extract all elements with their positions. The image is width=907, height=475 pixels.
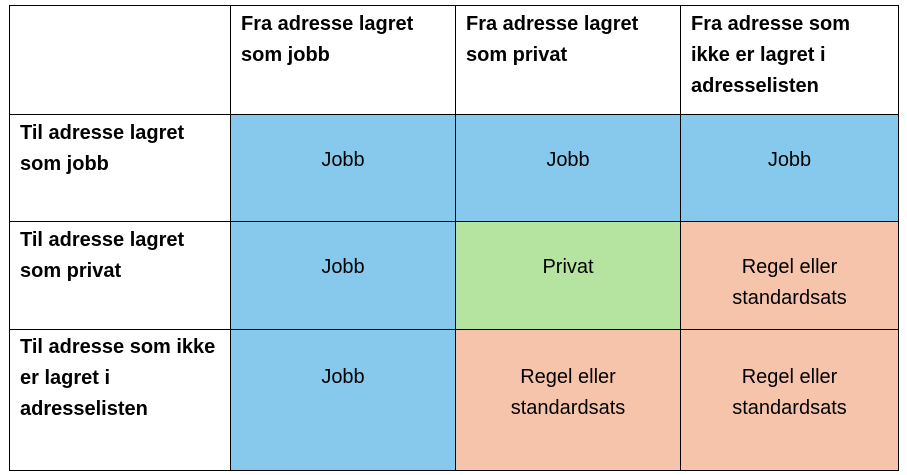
table-cell: Jobb: [455, 114, 681, 222]
table-cell: Regel eller standardsats: [680, 329, 899, 471]
row-header-jobb: Til adresse lagret som jobb: [9, 114, 231, 222]
table-cell: Regel eller standardsats: [680, 221, 899, 330]
address-matrix-table: Fra adresse lagret som jobb Fra adresse …: [9, 5, 899, 471]
table-cell: Regel eller standardsats: [455, 329, 681, 471]
table-header-row: Fra adresse lagret som jobb Fra adresse …: [9, 5, 899, 115]
table-cell: Privat: [455, 221, 681, 330]
column-header-privat: Fra adresse lagret som privat: [455, 5, 681, 115]
table-row: Til adresse lagret som jobb Jobb Jobb Jo…: [9, 114, 899, 222]
row-header-privat: Til adresse lagret som privat: [9, 221, 231, 330]
table-cell: Jobb: [230, 221, 456, 330]
table-cell: Jobb: [230, 114, 456, 222]
row-header-ikke-lagret: Til adresse som ikke er lagret i adresse…: [9, 329, 231, 471]
table-cell: Jobb: [230, 329, 456, 471]
column-header-jobb: Fra adresse lagret som jobb: [230, 5, 456, 115]
corner-cell: [9, 5, 231, 115]
column-header-ikke-lagret: Fra adresse som ikke er lagret i adresse…: [680, 5, 899, 115]
table-row: Til adresse lagret som privat Jobb Priva…: [9, 221, 899, 330]
table-row: Til adresse som ikke er lagret i adresse…: [9, 329, 899, 471]
table-cell: Jobb: [680, 114, 899, 222]
